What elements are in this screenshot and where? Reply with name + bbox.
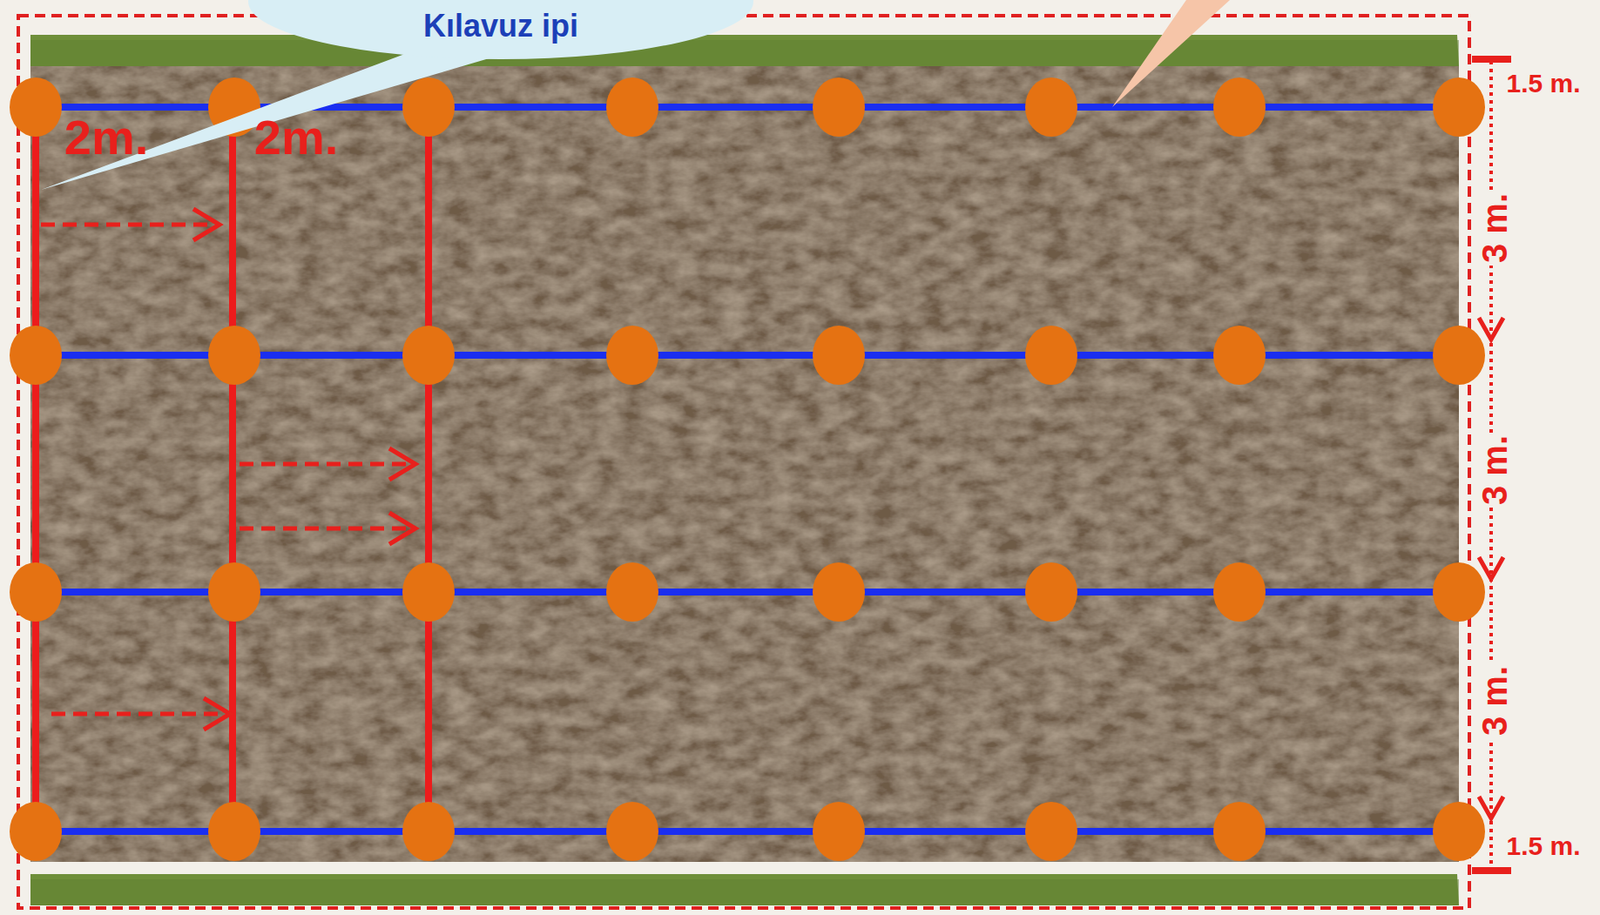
planting-hole: [606, 802, 659, 862]
field-border: [18, 15, 1470, 909]
grass: [30, 40, 1459, 67]
dimension-label: 3 m.: [1476, 663, 1513, 739]
planting-hole: [1213, 325, 1266, 385]
planting-hole: [402, 802, 455, 862]
planting-hole: [208, 802, 261, 862]
planting-hole: [606, 562, 659, 622]
planting-hole: [1213, 562, 1266, 622]
dimension-label: 2m.: [251, 112, 342, 164]
measure-line: [32, 107, 40, 832]
callout-text: Kılavuz ipi: [423, 8, 579, 44]
grass: [30, 874, 1459, 906]
measure-line: [229, 107, 237, 832]
guide-lines: [35, 107, 1459, 832]
dimension-label: 1.5 m.: [1503, 832, 1583, 861]
planting-hole: [1213, 77, 1266, 137]
planting-hole: [9, 77, 62, 137]
dimension-label: 3 m.: [1476, 190, 1513, 266]
planting-hole: [812, 325, 865, 385]
grass: [30, 34, 1459, 67]
callout-tail: [1112, 0, 1230, 108]
planting-hole: [208, 562, 261, 622]
planting-hole: [1025, 325, 1078, 385]
planting-hole: [402, 325, 455, 385]
planting-hole: [1025, 802, 1078, 862]
planting-hole: [1025, 77, 1078, 137]
soil-texture: [30, 66, 1459, 863]
grass-strips: [30, 34, 1459, 906]
planting-hole: [1432, 325, 1486, 385]
planting-hole: [9, 325, 62, 385]
dimension-label: 1.5 m.: [1503, 69, 1583, 98]
speech-bubble: [248, 0, 754, 60]
soil-ground: [30, 66, 1459, 863]
callout-tail: [40, 52, 493, 190]
planting-hole: [1025, 562, 1078, 622]
planting-holes: [9, 77, 1486, 862]
planting-hole: [208, 325, 261, 385]
planting-hole: [1432, 802, 1486, 862]
planting-hole: [402, 77, 455, 137]
callout-bubble: Kılavuz ipi: [414, 5, 588, 48]
planting-hole: [812, 77, 865, 137]
dimension-label: 2m.: [61, 112, 152, 164]
planting-hole: [9, 802, 62, 862]
shift-arrows: [40, 209, 416, 730]
measure-line: [425, 107, 433, 832]
planting-hole: [1432, 562, 1486, 622]
dimension-label: 3 m.: [1476, 432, 1513, 508]
planting-hole: [606, 325, 659, 385]
planting-hole: [9, 562, 62, 622]
planting-hole: [1432, 77, 1486, 137]
grass: [30, 879, 1459, 906]
planting-hole: [812, 802, 865, 862]
planting-hole: [1213, 802, 1266, 862]
planting-hole: [606, 77, 659, 137]
planting-hole: [812, 562, 865, 622]
planting-hole: [402, 562, 455, 622]
